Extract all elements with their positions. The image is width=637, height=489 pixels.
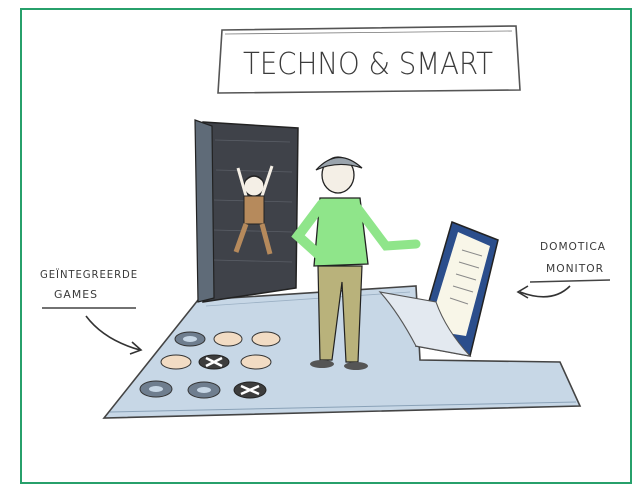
- monitor-underline: [529, 279, 611, 283]
- monitor-label-line2: MONITOR: [546, 262, 604, 275]
- games-label-line1: GEÏNTEGREERDE: [40, 268, 138, 281]
- title-text: TECHNO & SMART: [243, 47, 493, 82]
- game-discs: [139, 331, 281, 399]
- monitor-arrow-icon: [516, 285, 571, 299]
- title-box: [217, 25, 521, 94]
- monitor-label-line1: DOMOTICA: [540, 240, 606, 253]
- domotica-monitor-illustration: [378, 221, 499, 357]
- person-illustration: [291, 156, 421, 370]
- games-arrow-icon: [85, 315, 143, 355]
- floor: [102, 285, 582, 419]
- games-label-line2: GAMES: [54, 288, 98, 301]
- door-illustration: [194, 119, 299, 303]
